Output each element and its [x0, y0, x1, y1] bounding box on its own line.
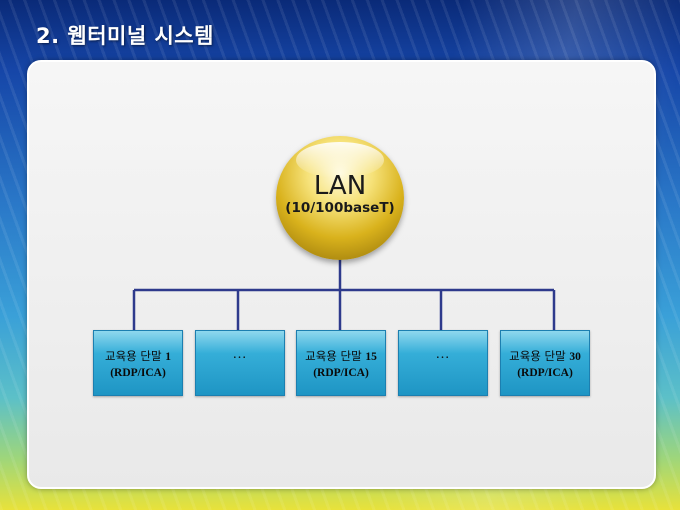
ellipsis-node-1: … — [195, 330, 285, 396]
lan-hub-title: LAN — [313, 171, 367, 201]
lan-hub-subtitle: (10/100baseT) — [285, 200, 395, 216]
content-panel — [27, 60, 656, 489]
ellipsis-text: … — [232, 347, 248, 362]
terminal-protocol: (RDP/ICA) — [313, 366, 369, 379]
terminal-name: 교육용 단말 — [105, 348, 162, 363]
ellipsis-node-2: … — [398, 330, 488, 396]
terminal-protocol: (RDP/ICA) — [517, 366, 573, 379]
slide-title: 2. 웹터미널 시스템 — [36, 24, 214, 48]
terminal-node-1: 교육용 단말 1 (RDP/ICA) — [93, 330, 183, 396]
connector-group — [132, 255, 556, 330]
terminal-node-15: 교육용 단말 15 (RDP/ICA) — [296, 330, 386, 396]
terminal-node-30: 교육용 단말 30 (RDP/ICA) — [500, 330, 590, 396]
terminal-node-label: 교육용 단말 1 — [105, 348, 171, 364]
terminal-protocol: (RDP/ICA) — [110, 366, 166, 379]
terminal-number: 15 — [365, 350, 377, 363]
terminal-number: 30 — [569, 350, 581, 363]
terminal-name: 교육용 단말 — [305, 348, 362, 363]
terminal-number: 1 — [165, 350, 171, 363]
terminal-node-label: 교육용 단말 30 — [509, 348, 581, 364]
ellipsis-text: … — [435, 347, 451, 362]
terminal-name: 교육용 단말 — [509, 348, 566, 363]
terminal-node-label: 교육용 단말 15 — [305, 348, 377, 364]
sphere-highlight — [296, 142, 384, 178]
